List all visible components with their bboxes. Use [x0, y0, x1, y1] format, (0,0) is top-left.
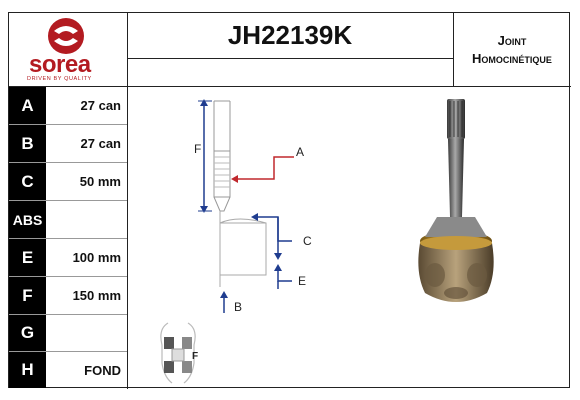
bell-housing — [418, 243, 494, 302]
spec-key: F — [9, 277, 46, 314]
housing-outline — [219, 211, 267, 276]
bell-rim — [420, 236, 492, 250]
shaft-body — [448, 139, 464, 217]
product-image — [418, 99, 494, 302]
shaft-outline — [213, 196, 231, 212]
brand-name: sorea — [29, 51, 91, 78]
spec-value — [46, 201, 127, 238]
divider — [127, 58, 453, 59]
product-sheet: sorea DRIVEN BY QUALITY JH22139K Joint H… — [8, 12, 571, 389]
leader-line-a — [238, 156, 294, 180]
brand-tagline: DRIVEN BY QUALITY — [27, 76, 92, 82]
spec-key: H — [9, 352, 46, 388]
arrow-icon — [200, 206, 208, 213]
leader-line-c — [256, 216, 292, 242]
divider — [9, 200, 127, 201]
spec-value: 150 mm — [72, 288, 121, 303]
divider — [9, 238, 127, 239]
label-a: A — [296, 145, 304, 159]
label-b: B — [234, 300, 242, 314]
arrow-icon — [274, 253, 282, 260]
spec-value: 27 can — [80, 98, 121, 113]
spec-value: 50 mm — [79, 174, 121, 189]
part-title: Joint Homocinétique — [453, 13, 571, 86]
spec-key: A — [9, 87, 46, 124]
spec-key: B — [9, 125, 46, 162]
divider — [127, 13, 128, 389]
shaft-spline — [447, 99, 465, 139]
spec-key: E — [9, 239, 46, 276]
arrow-icon — [231, 175, 238, 183]
label-small-f: F — [192, 351, 198, 362]
spec-key: C — [9, 163, 46, 200]
label-f: F — [194, 142, 201, 156]
spec-value: FOND — [84, 362, 121, 378]
spec-value: 27 can — [80, 136, 121, 151]
part-title-line2: Homocinétique — [472, 50, 552, 66]
arrow-icon — [200, 99, 208, 106]
spec-key: ABS — [9, 201, 46, 238]
brand-logo-mark-icon — [48, 18, 84, 54]
dimension-diagram: F A C E B — [160, 99, 312, 384]
label-c: C — [303, 234, 312, 248]
brand-logo: sorea DRIVEN BY QUALITY — [9, 13, 127, 86]
divider — [9, 162, 127, 163]
arrow-icon — [220, 291, 228, 298]
spec-key: G — [9, 315, 46, 351]
part-title-line1: Joint — [497, 32, 527, 48]
housing-outline — [219, 218, 267, 224]
part-number: JH22139K — [227, 20, 353, 50]
divider — [453, 13, 454, 86]
label-e: E — [298, 274, 306, 288]
arrow-icon — [274, 264, 282, 271]
arrow-icon — [251, 213, 258, 221]
divider — [9, 276, 127, 277]
divider — [9, 351, 127, 352]
collar-neck — [425, 217, 487, 237]
divider — [9, 86, 571, 87]
divider — [9, 124, 127, 125]
spec-value: 100 mm — [72, 250, 121, 265]
spec-value — [46, 315, 127, 351]
spline-outline — [213, 150, 231, 198]
cross-section-sketch — [160, 322, 196, 384]
divider — [9, 314, 127, 315]
